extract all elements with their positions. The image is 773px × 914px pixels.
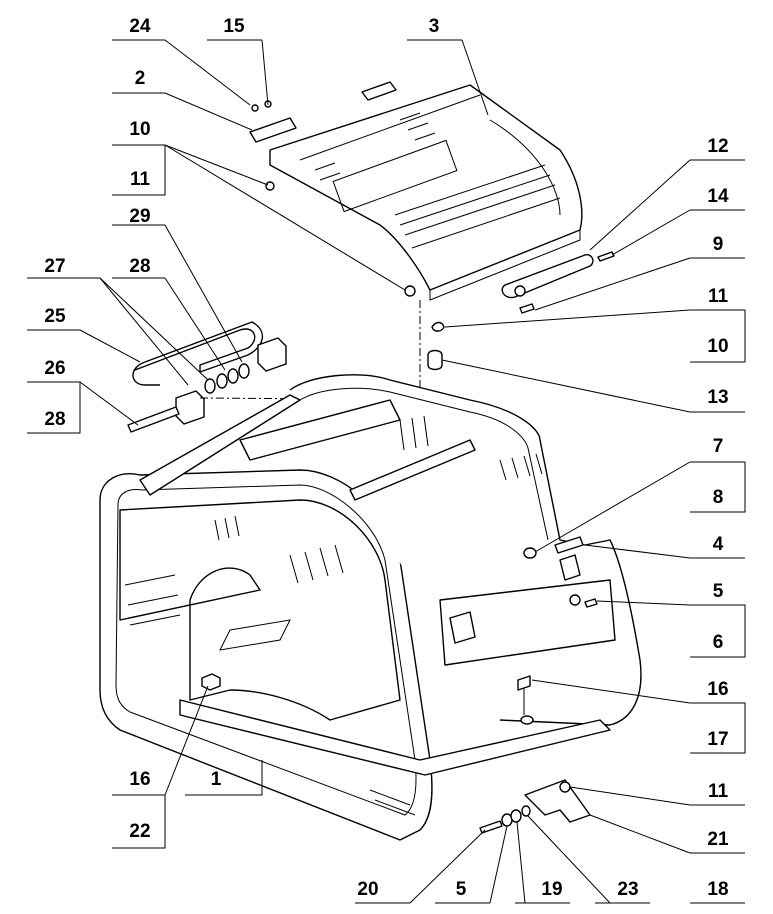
callout-15: 15 bbox=[223, 16, 245, 37]
main-frame bbox=[99, 374, 642, 841]
callout-18: 18 bbox=[707, 879, 728, 900]
cover-handle bbox=[419, 251, 615, 560]
callout-6: 6 bbox=[713, 632, 724, 653]
top-cover bbox=[249, 81, 583, 301]
callout-10-right: 10 bbox=[707, 336, 728, 357]
callout-4: 4 bbox=[713, 534, 724, 555]
callout-11-top: 11 bbox=[130, 169, 151, 190]
callout-14: 14 bbox=[707, 186, 729, 207]
leader-lines bbox=[27, 39, 746, 904]
callout-9: 9 bbox=[713, 234, 724, 255]
callout-labels: 24 15 3 2 10 11 29 27 28 25 26 28 12 14 … bbox=[44, 16, 729, 900]
callout-13: 13 bbox=[707, 387, 728, 408]
callout-16-left: 16 bbox=[129, 769, 150, 790]
callout-25: 25 bbox=[44, 306, 66, 327]
callout-20: 20 bbox=[357, 879, 378, 900]
callout-24: 24 bbox=[129, 16, 151, 37]
callout-8: 8 bbox=[713, 487, 724, 508]
callout-28-bottom: 28 bbox=[44, 409, 65, 430]
callout-29: 29 bbox=[129, 206, 150, 227]
callout-2: 2 bbox=[135, 68, 146, 89]
callout-27: 27 bbox=[44, 256, 65, 277]
callout-3: 3 bbox=[429, 16, 440, 37]
callout-11-bottom: 11 bbox=[708, 781, 729, 802]
callout-10-top: 10 bbox=[129, 119, 150, 140]
callout-5-bottom: 5 bbox=[456, 879, 467, 900]
callout-16-right: 16 bbox=[707, 679, 728, 700]
callout-7: 7 bbox=[713, 436, 724, 457]
callout-19: 19 bbox=[541, 879, 562, 900]
callout-23: 23 bbox=[617, 879, 638, 900]
callout-1: 1 bbox=[211, 769, 222, 790]
callout-28-top: 28 bbox=[129, 256, 150, 277]
callout-26: 26 bbox=[44, 358, 65, 379]
callout-5-right: 5 bbox=[713, 581, 724, 602]
callout-11-right: 11 bbox=[708, 286, 729, 307]
callout-12: 12 bbox=[707, 136, 728, 157]
callout-17: 17 bbox=[707, 729, 728, 750]
callout-22: 22 bbox=[129, 821, 150, 842]
callout-21: 21 bbox=[707, 829, 729, 850]
